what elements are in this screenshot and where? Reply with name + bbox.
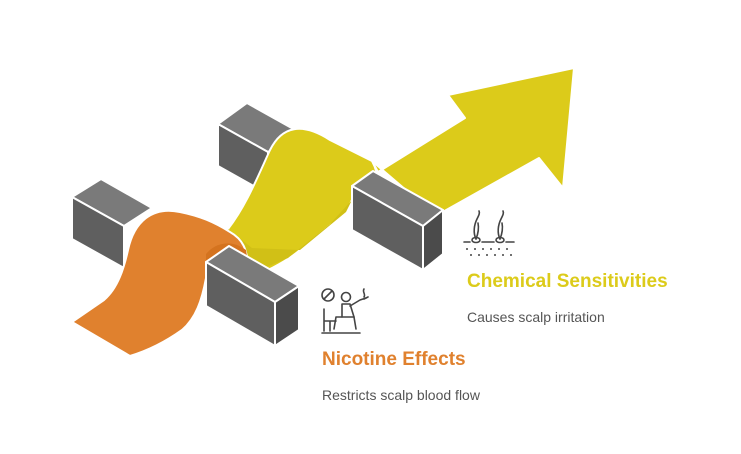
nicotine-effects-description: Restricts scalp blood flow <box>322 387 480 403</box>
chemical-sensitivities-description: Causes scalp irritation <box>467 309 605 325</box>
hair-follicle-icon <box>463 210 515 256</box>
yellow-arrow <box>227 67 575 283</box>
person-smoking-icon <box>321 288 369 334</box>
lower-barrier-front <box>205 245 300 347</box>
chemical-sensitivities-title: Chemical Sensitivities <box>467 271 668 292</box>
nicotine-effects-title: Nicotine Effects <box>322 349 466 370</box>
upper-barrier-front <box>351 170 444 271</box>
